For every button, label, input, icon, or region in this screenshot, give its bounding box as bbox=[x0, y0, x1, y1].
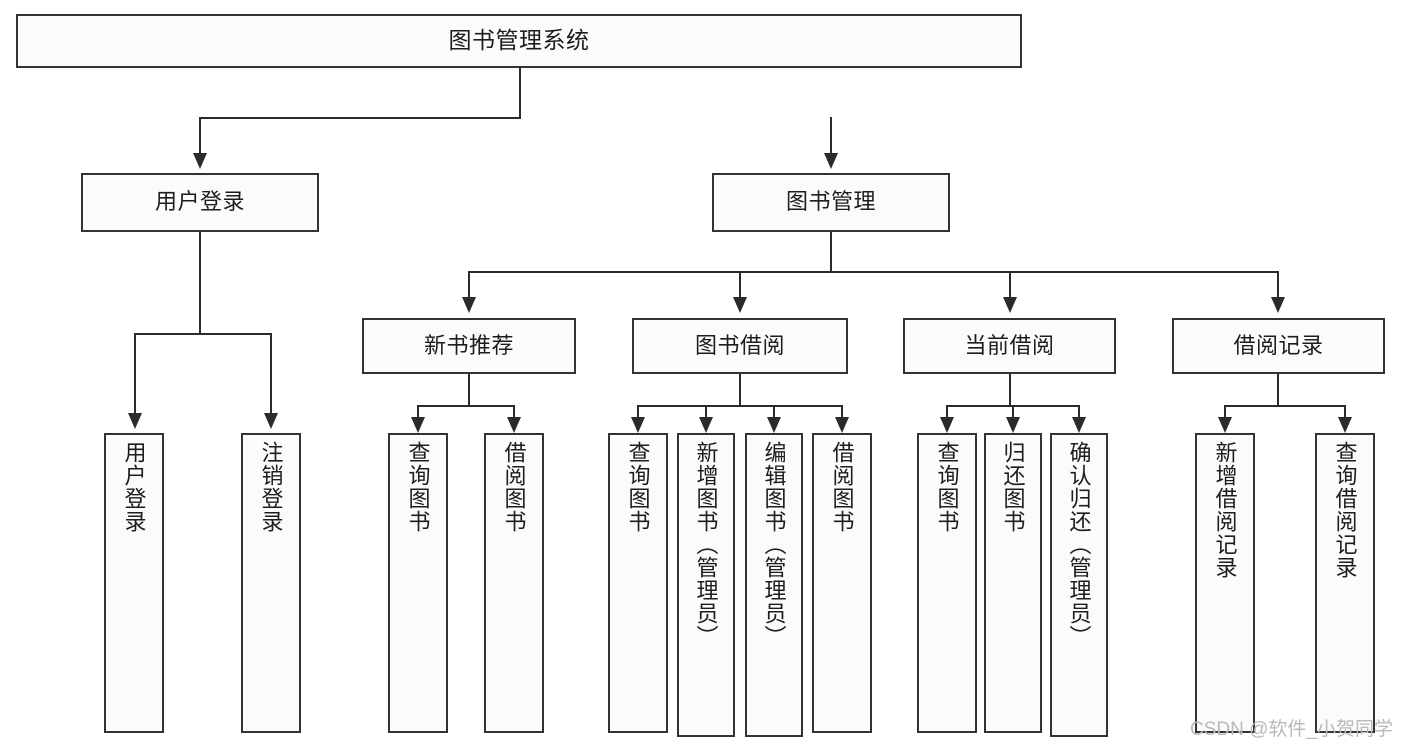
connector-root-stem bbox=[519, 68, 521, 118]
connector-borrow-record-bus bbox=[1224, 405, 1346, 407]
connector-bb-2 bbox=[705, 405, 707, 419]
node-leaf-user-login-label: 用户登录 bbox=[121, 441, 147, 533]
node-current-borrow-label: 当前借阅 bbox=[964, 332, 1055, 358]
node-leaf-add-book-admin[interactable]: 新增图书（管理员） bbox=[677, 433, 735, 737]
node-leaf-query-book-borrow[interactable]: 查询图书 bbox=[608, 433, 668, 733]
arrow-to-leaf-borrow-book bbox=[835, 417, 849, 433]
node-leaf-query-book-rec[interactable]: 查询图书 bbox=[388, 433, 448, 733]
connector-book-management-stem bbox=[830, 232, 832, 272]
arrow-to-leaf-add-borrow-record bbox=[1218, 417, 1232, 433]
node-book-management[interactable]: 图书管理 bbox=[712, 173, 950, 232]
connector-bm-to-new-book bbox=[468, 271, 470, 299]
node-leaf-add-borrow-record[interactable]: 新增借阅记录 bbox=[1195, 433, 1255, 733]
connector-bm-to-current-borrow bbox=[1009, 271, 1011, 299]
connector-br-1 bbox=[1224, 405, 1226, 419]
arrow-to-leaf-add-book-admin bbox=[699, 417, 713, 433]
node-leaf-borrow-book[interactable]: 借阅图书 bbox=[812, 433, 872, 733]
node-leaf-confirm-return-admin[interactable]: 确认归还（管理员） bbox=[1050, 433, 1108, 737]
connector-bb-4 bbox=[841, 405, 843, 419]
arrow-to-leaf-query-borrow-record bbox=[1338, 417, 1352, 433]
arrow-to-borrow-record bbox=[1271, 297, 1285, 313]
connector-user-login-bus bbox=[134, 333, 271, 335]
node-leaf-user-login[interactable]: 用户登录 bbox=[104, 433, 164, 733]
node-leaf-add-borrow-record-label: 新增借阅记录 bbox=[1212, 441, 1238, 579]
connector-new-book-stem bbox=[468, 374, 470, 406]
node-user-login-label: 用户登录 bbox=[154, 189, 245, 215]
node-current-borrow[interactable]: 当前借阅 bbox=[903, 318, 1116, 374]
node-leaf-query-book-current[interactable]: 查询图书 bbox=[917, 433, 977, 733]
connector-new-book-bus bbox=[417, 405, 515, 407]
arrow-to-leaf-borrow-book-rec bbox=[507, 417, 521, 433]
connector-cb-3 bbox=[1078, 405, 1080, 419]
node-leaf-query-borrow-record-label: 查询借阅记录 bbox=[1332, 441, 1358, 579]
arrow-to-new-book-recommend bbox=[462, 297, 476, 313]
connector-bb-3 bbox=[773, 405, 775, 419]
node-new-book-recommend-label: 新书推荐 bbox=[423, 332, 514, 358]
connector-user-login-right bbox=[270, 333, 272, 415]
connector-book-borrow-bus bbox=[637, 405, 842, 407]
arrow-to-leaf-query-book-current bbox=[940, 417, 954, 433]
arrow-to-current-borrow bbox=[1003, 297, 1017, 313]
node-leaf-borrow-book-label: 借阅图书 bbox=[829, 441, 855, 533]
connector-bm-to-borrow-record bbox=[1277, 271, 1279, 299]
connector-book-management-bus bbox=[468, 271, 1279, 273]
connector-new-book-right bbox=[513, 405, 515, 419]
connector-cb-2 bbox=[1012, 405, 1014, 419]
node-leaf-add-book-admin-label: 新增图书（管理员） bbox=[693, 441, 719, 648]
connector-cb-1 bbox=[946, 405, 948, 419]
node-root[interactable]: 图书管理系统 bbox=[16, 14, 1022, 68]
connector-new-book-left bbox=[417, 405, 419, 419]
node-leaf-edit-book-admin[interactable]: 编辑图书（管理员） bbox=[745, 433, 803, 737]
arrow-to-leaf-query-book-borrow bbox=[631, 417, 645, 433]
connector-root-to-book-management bbox=[830, 117, 832, 155]
node-new-book-recommend[interactable]: 新书推荐 bbox=[362, 318, 576, 374]
node-leaf-logout-label: 注销登录 bbox=[258, 441, 284, 533]
node-leaf-return-book-label: 归还图书 bbox=[1000, 441, 1026, 533]
node-leaf-edit-book-admin-label: 编辑图书（管理员） bbox=[761, 441, 787, 648]
arrow-to-user-login bbox=[193, 153, 207, 169]
arrow-to-leaf-logout bbox=[264, 413, 278, 429]
arrow-to-leaf-confirm-return-admin bbox=[1072, 417, 1086, 433]
node-user-login[interactable]: 用户登录 bbox=[81, 173, 319, 232]
node-leaf-borrow-book-rec[interactable]: 借阅图书 bbox=[484, 433, 544, 733]
connector-bm-to-book-borrow bbox=[739, 271, 741, 299]
node-leaf-query-book-current-label: 查询图书 bbox=[934, 441, 960, 533]
arrow-to-leaf-edit-book-admin bbox=[767, 417, 781, 433]
connector-bb-1 bbox=[637, 405, 639, 419]
node-leaf-confirm-return-admin-label: 确认归还（管理员） bbox=[1066, 441, 1092, 648]
connector-root-bus bbox=[199, 117, 521, 119]
arrow-to-leaf-user-login bbox=[128, 413, 142, 429]
node-leaf-query-book-borrow-label: 查询图书 bbox=[625, 441, 651, 533]
node-borrow-record[interactable]: 借阅记录 bbox=[1172, 318, 1385, 374]
node-leaf-borrow-book-rec-label: 借阅图书 bbox=[501, 441, 527, 533]
node-borrow-record-label: 借阅记录 bbox=[1233, 332, 1324, 358]
node-leaf-logout[interactable]: 注销登录 bbox=[241, 433, 301, 733]
node-book-borrow-label: 图书借阅 bbox=[694, 332, 785, 358]
node-leaf-query-borrow-record[interactable]: 查询借阅记录 bbox=[1315, 433, 1375, 733]
node-book-management-label: 图书管理 bbox=[785, 189, 876, 215]
node-root-label: 图书管理系统 bbox=[448, 27, 590, 54]
connector-user-login-stem bbox=[199, 232, 201, 334]
node-leaf-query-book-rec-label: 查询图书 bbox=[405, 441, 431, 533]
connector-br-2 bbox=[1344, 405, 1346, 419]
connector-current-borrow-stem bbox=[1009, 374, 1011, 406]
node-book-borrow[interactable]: 图书借阅 bbox=[632, 318, 848, 374]
arrow-to-book-management bbox=[824, 153, 838, 169]
connector-user-login-left bbox=[134, 333, 136, 415]
connector-root-to-user-login bbox=[199, 117, 201, 155]
connector-book-borrow-stem bbox=[739, 374, 741, 406]
node-leaf-return-book[interactable]: 归还图书 bbox=[984, 433, 1042, 733]
arrow-to-leaf-return-book bbox=[1006, 417, 1020, 433]
arrow-to-leaf-query-book-rec bbox=[411, 417, 425, 433]
connector-borrow-record-stem bbox=[1277, 374, 1279, 406]
arrow-to-book-borrow bbox=[733, 297, 747, 313]
